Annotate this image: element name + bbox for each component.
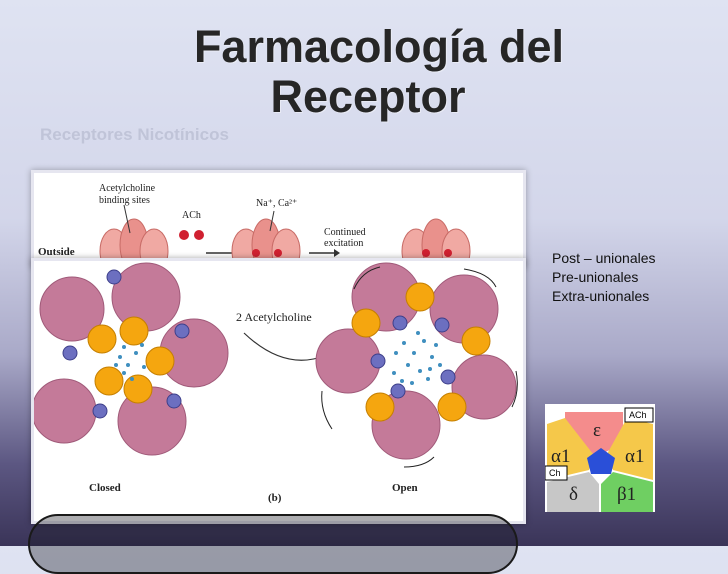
ach-label: ACh <box>182 210 201 221</box>
continued-label-1: Continued <box>324 227 366 238</box>
continued-label-2: excitation <box>324 238 363 249</box>
title-line-1: Farmacología del <box>193 21 565 72</box>
ach-tag-top-text: ACh <box>629 410 647 420</box>
alpha1-left-subunit <box>547 418 593 480</box>
ach-tag-top <box>624 407 654 423</box>
delta-subunit <box>547 472 599 512</box>
transition-arrow <box>243 332 325 361</box>
receptor-binding-illustration: Acetylcholine binding sites ACh Na⁺, Ca²… <box>31 170 526 268</box>
acetylcholine-arrow-label: 2 Acetylcholine <box>236 310 312 324</box>
alpha1-left-label: α1 <box>551 446 570 467</box>
alpha1-right-label: α1 <box>625 446 644 467</box>
binding-sites-label-2: binding sites <box>99 195 150 206</box>
receptor-2 <box>231 210 340 265</box>
nicotinic-channel-figure: 2 Acetylcholine <box>31 258 526 524</box>
binding-sites-label-1: Acetylcholine <box>99 183 156 194</box>
panel-label: (b) <box>268 492 282 504</box>
closed-label: Closed <box>89 482 121 494</box>
ach-molecules <box>179 230 238 257</box>
bottom-decorative-shape <box>28 514 518 574</box>
ions-label: Na⁺, Ca²⁺ <box>256 198 297 209</box>
beta1-label: β1 <box>617 484 636 505</box>
list-item: Extra-unionales <box>552 288 650 304</box>
ach-tag-left-text: Ch <box>549 468 561 478</box>
list-item: Pre-unionales <box>552 269 639 285</box>
channel-pore <box>587 448 615 474</box>
slide-subtitle: Receptores Nicotínicos <box>40 125 229 144</box>
outside-label: Outside <box>38 246 75 258</box>
title-line-2: Receptor <box>270 71 466 122</box>
delta-label: δ <box>569 484 578 505</box>
alpha1-right-subunit <box>607 418 653 480</box>
subunit-composition-diagram: ACh Ch ε α1 α1 δ β1 <box>545 404 655 512</box>
epsilon-label: ε <box>593 420 601 441</box>
open-receptor <box>315 262 518 468</box>
beta1-subunit <box>601 472 653 512</box>
open-label: Open <box>392 482 418 494</box>
receptor-1 <box>99 204 169 265</box>
ach-tag-left <box>545 465 568 481</box>
slide-title: Farmacología del Receptor <box>0 22 728 122</box>
receptor-location-list: Post – unionales Pre-unionales Extra-uni… <box>552 249 656 306</box>
receptor-3 <box>401 218 471 265</box>
closed-receptor <box>34 262 229 456</box>
list-item: Post – unionales <box>552 250 656 266</box>
